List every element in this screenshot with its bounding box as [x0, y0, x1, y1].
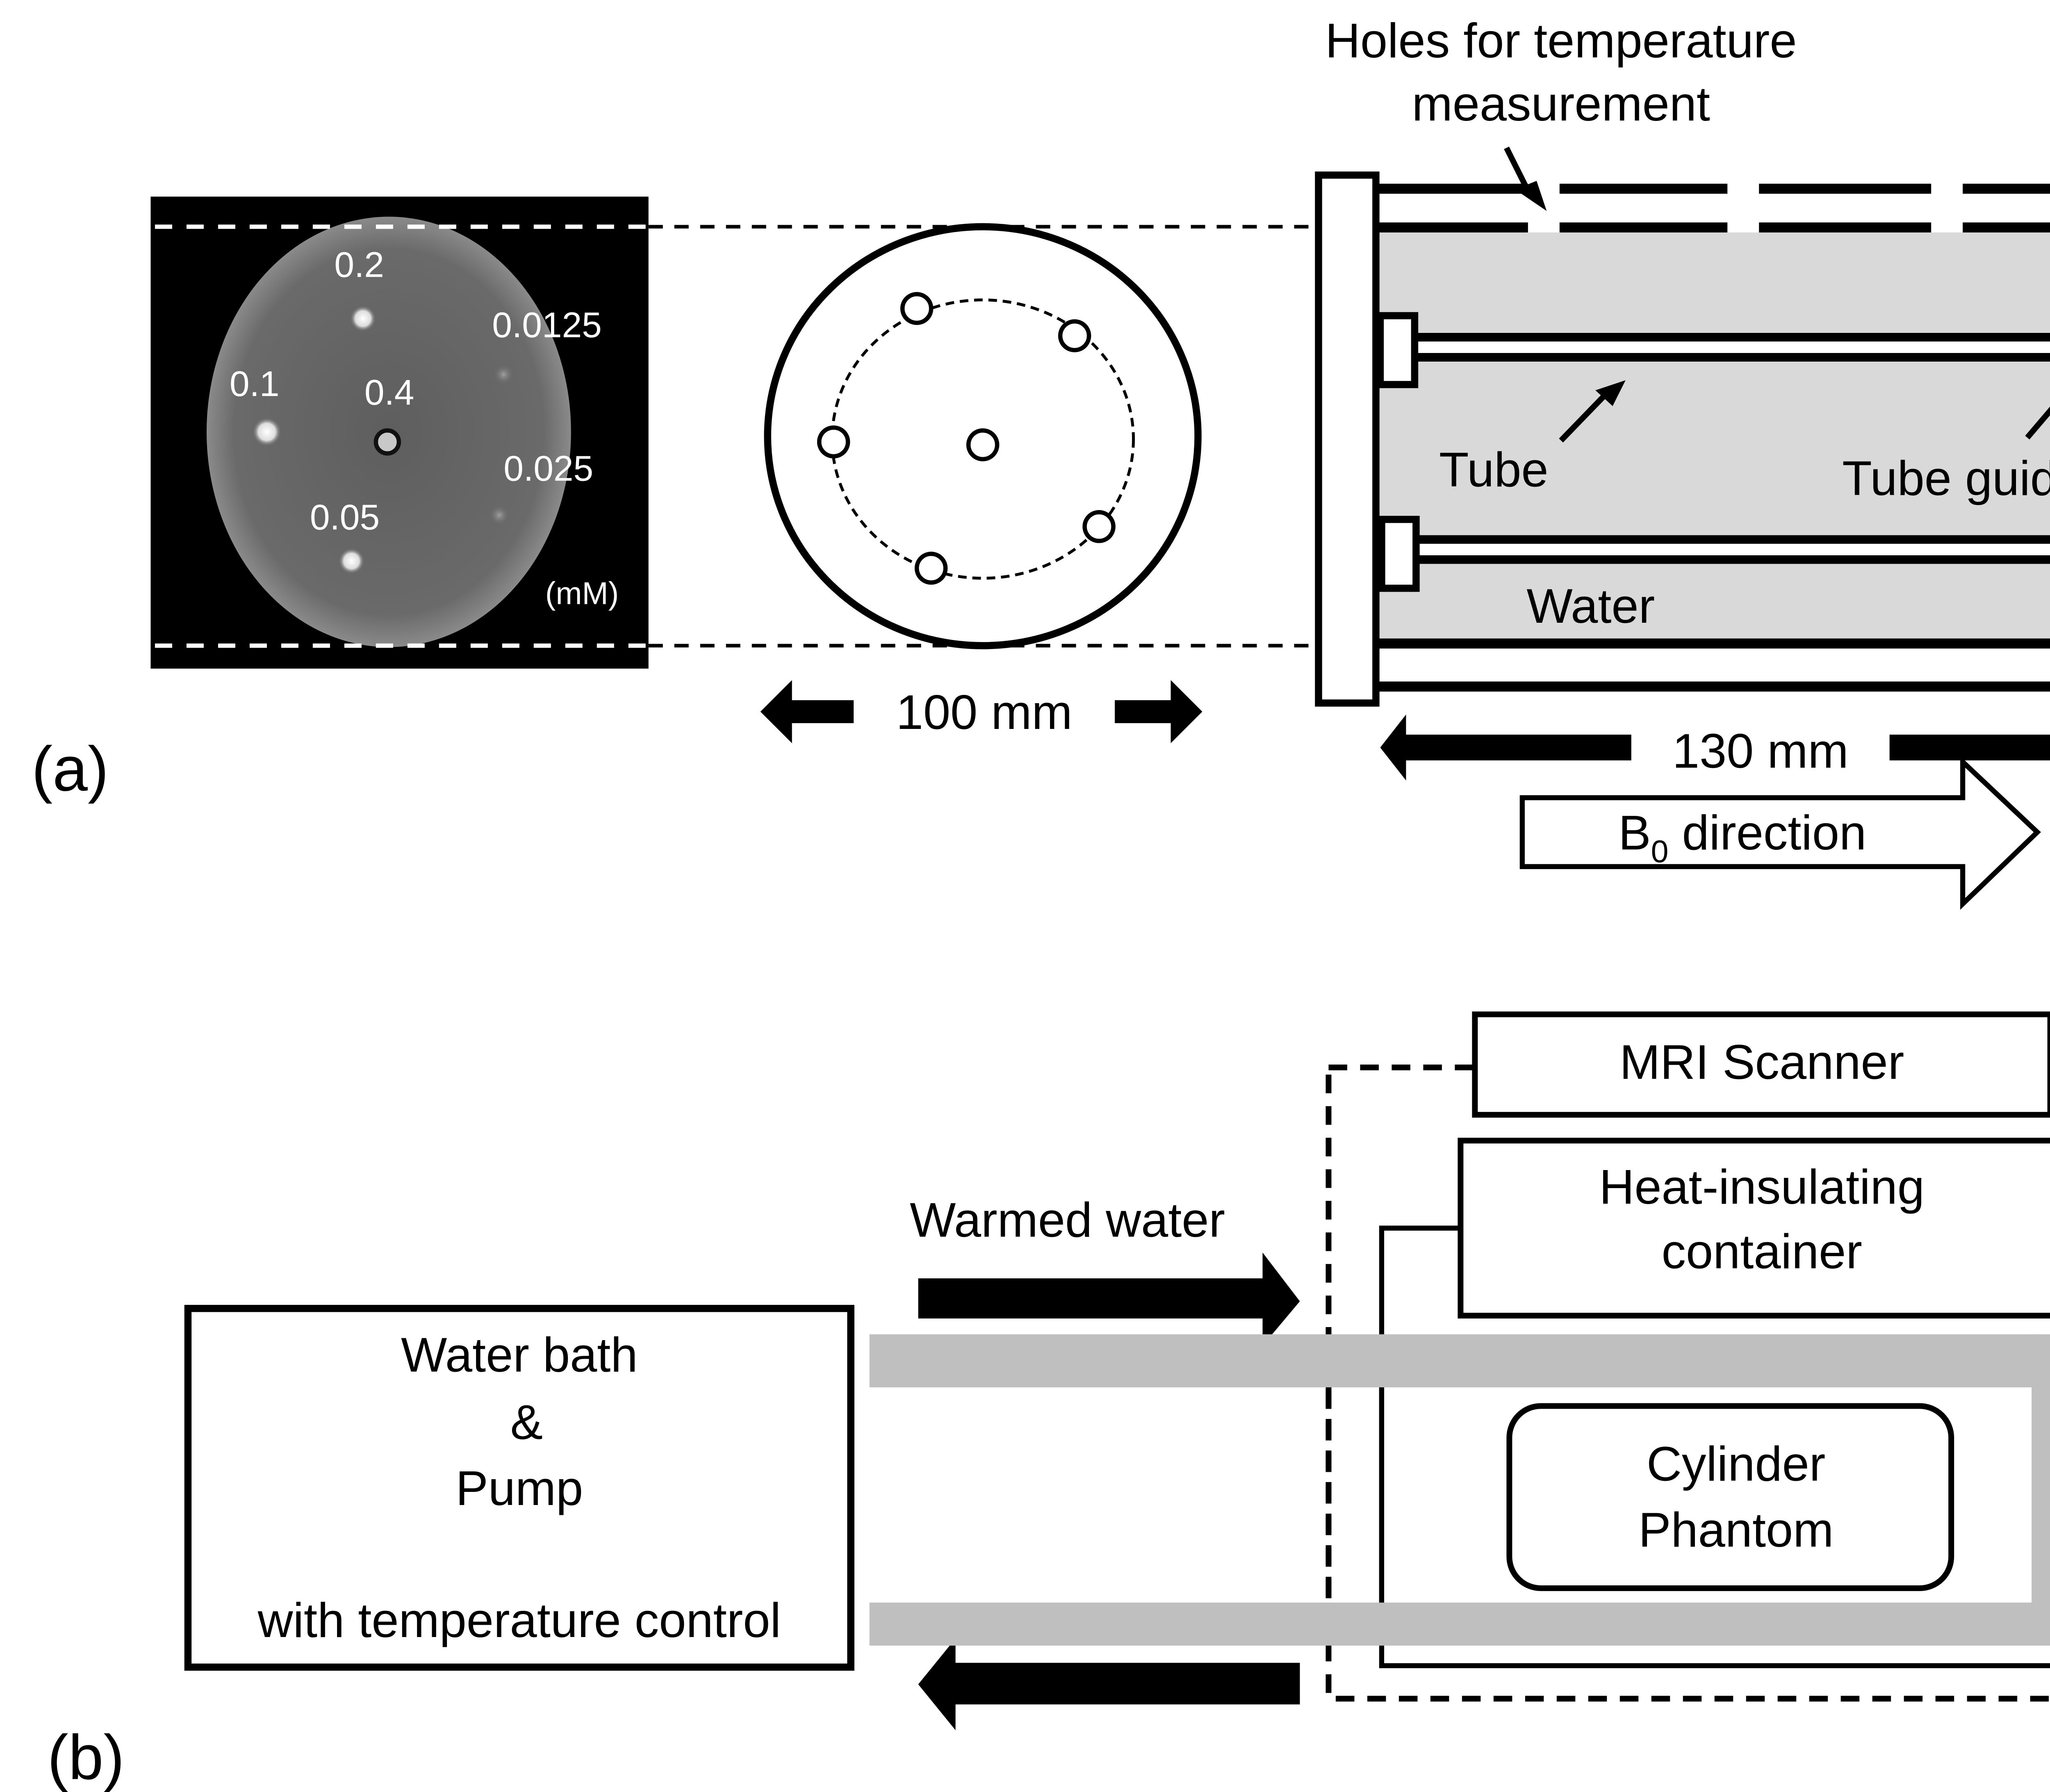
flow-arrow-left-icon — [918, 1638, 1300, 1731]
conc-label: 0.025 — [503, 448, 593, 488]
conc-label: 0.1 — [230, 364, 280, 404]
water-label: Water — [1526, 579, 1655, 633]
length-arrow-left-icon — [1380, 714, 1631, 781]
unit-label: (mM) — [545, 576, 619, 611]
width-label: 100 mm — [896, 685, 1073, 740]
water-bath-label-line3: Pump — [456, 1461, 583, 1516]
dimension-arrow-left-icon — [760, 680, 854, 743]
tube-upper — [1376, 312, 2050, 388]
water-region — [1377, 232, 2050, 643]
mri-spot-0.05 — [338, 548, 364, 574]
mri-scanner-box — [1472, 1011, 2050, 1118]
mri-spot-0.4 — [374, 428, 401, 456]
water-bath-label-line2: & — [510, 1395, 543, 1450]
cross-section-diagram: 100 mm — [760, 223, 1203, 743]
holes-label-line1: Holes for temperature — [1325, 14, 1797, 68]
heat-container-label-line1: Heat-insulating — [1599, 1160, 1925, 1214]
mri-spot-0.2 — [350, 305, 376, 332]
panel-b: (b) Water bath & Pump with temperature c… — [47, 1011, 2050, 1792]
tube-hole — [817, 425, 850, 459]
panel-a: (a) 0.2 0.0125 0.1 0.4 0.025 0.05 (mM) — [32, 14, 2050, 910]
panel-b-label: (b) — [47, 1722, 124, 1792]
b0-direction-arrow-icon — [1519, 756, 2041, 910]
tube-pointer-line — [1559, 394, 1606, 443]
holes-label-line2: measurement — [1412, 77, 1710, 131]
tube-hole — [900, 292, 934, 325]
tube-guide-left — [1378, 516, 1420, 592]
tube-hole — [1058, 319, 1091, 353]
mri-image: 0.2 0.0125 0.1 0.4 0.025 0.05 (mM) — [150, 196, 649, 669]
bottom-wall-inner — [1377, 638, 2050, 649]
mri-spot-0.1 — [252, 417, 281, 446]
mri-spot-0.0125 — [493, 364, 514, 385]
dimension-arrow-right-icon — [1114, 680, 1203, 743]
heat-container-label-line2: container — [1661, 1225, 1862, 1279]
panel-a-label: (a) — [32, 733, 109, 804]
flow-arrow-right-icon — [918, 1252, 1300, 1346]
water-bath-label-line4: with temperature control — [257, 1593, 781, 1648]
water-bath-label-line1: Water bath — [401, 1328, 638, 1382]
cylinder-phantom-box — [1506, 1403, 1954, 1591]
length-arrow-right-icon — [1889, 734, 2050, 761]
b0-direction-label: B0 direction — [1618, 806, 1866, 869]
conc-label: 0.4 — [364, 372, 415, 412]
tube-hole — [1082, 510, 1116, 543]
end-cap-left — [1315, 171, 1380, 707]
tube-placement-circle — [831, 298, 1135, 580]
conc-label: 0.0125 — [492, 305, 602, 345]
water-bath-box — [184, 1305, 854, 1671]
conc-label: 0.05 — [310, 497, 380, 537]
phantom-label-line2: Phantom — [1638, 1503, 1834, 1557]
mri-scanner-label: MRI Scanner — [1620, 1035, 1904, 1090]
warmed-water-label: Warmed water — [910, 1193, 1225, 1248]
heat-insulating-lid-box — [1458, 1138, 2050, 1319]
tube-guide-left — [1376, 312, 1419, 388]
tube-pointer-arrowhead-icon — [1595, 380, 1626, 406]
tube-guide-pointer-line — [2025, 406, 2050, 439]
phantom-label-line1: Cylinder — [1647, 1437, 1825, 1491]
side-view-diagram: Holes for temperature measurement — [1315, 14, 2050, 910]
tube-lower — [1378, 516, 2050, 592]
tube-guide-label: Tube guide — [1842, 451, 2050, 505]
tube-hole-center — [966, 428, 1000, 462]
conc-label: 0.2 — [334, 245, 384, 285]
mri-spot-0.025 — [489, 505, 510, 525]
top-wall — [1377, 184, 2050, 233]
tube-hole — [914, 551, 948, 585]
length-label: 130 mm — [1672, 724, 1849, 778]
water-pipe — [869, 1334, 2050, 1646]
tube-label: Tube — [1439, 442, 1549, 497]
bottom-wall-outer — [1377, 681, 2050, 692]
